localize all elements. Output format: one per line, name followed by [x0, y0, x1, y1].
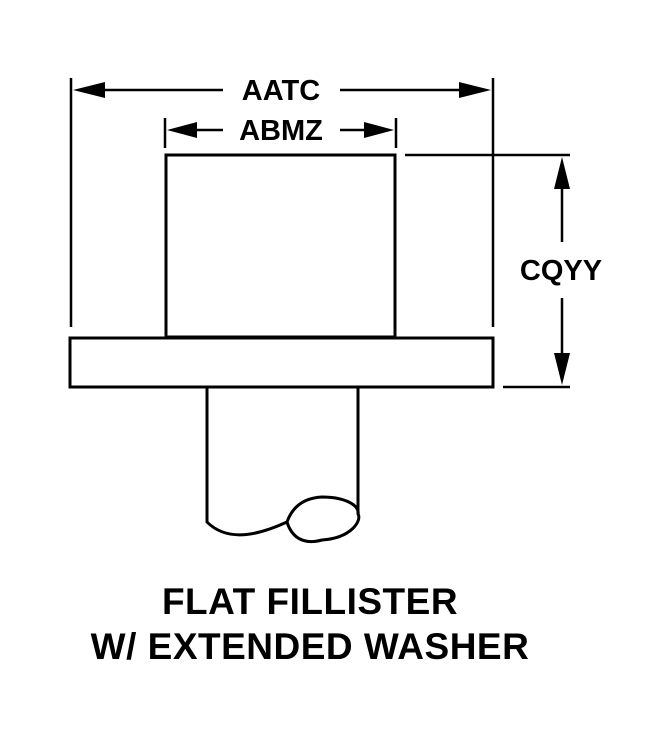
aatc-left-arrowhead	[73, 82, 105, 98]
cqyy-dimension: CQYY	[520, 157, 602, 385]
abmz-left-arrowhead	[167, 122, 197, 138]
cqyy-bottom-arrowhead	[554, 353, 570, 385]
screw-head	[164, 153, 397, 339]
abmz-dimension: ABMZ	[167, 115, 394, 147]
aatc-dimension: AATC	[73, 75, 491, 107]
aatc-right-arrowhead	[459, 82, 491, 98]
caption-title: FLAT FILLISTER	[161, 581, 459, 622]
aatc-label: AATC	[242, 75, 320, 107]
screw-shank	[205, 387, 361, 544]
abmz-label: ABMZ	[239, 115, 323, 147]
abmz-right-arrowhead	[364, 122, 394, 138]
cqyy-top-arrowhead	[554, 157, 570, 189]
cqyy-label: CQYY	[520, 255, 602, 287]
extended-washer	[68, 336, 495, 389]
shank-break-line	[285, 495, 360, 523]
caption-subtitle: W/ EXTENDED WASHER	[90, 626, 530, 667]
